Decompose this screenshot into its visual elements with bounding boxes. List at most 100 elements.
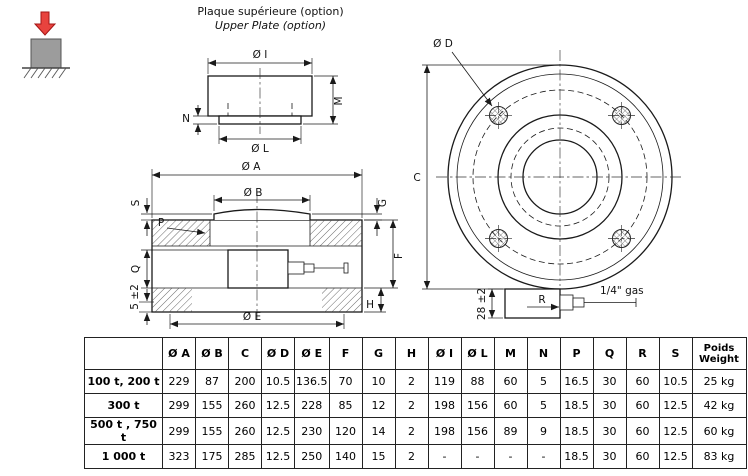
dim-label-g: G (377, 199, 389, 207)
weight-header-fr: Poids (703, 342, 735, 354)
load-block (30, 38, 62, 69)
col-header: Ø I (427, 337, 462, 370)
dim-value-cell: 136.5 (294, 369, 330, 394)
dim-value-cell: 12.5 (261, 417, 295, 445)
col-header: N (526, 337, 561, 370)
col-header: G (361, 337, 396, 370)
col-header: Ø L (460, 337, 495, 370)
down-arrow-icon (33, 11, 57, 36)
dim-value-cell: 30 (592, 393, 627, 418)
side-view-drawing: Ø A Ø B S P Q 5 ±2 (129, 161, 405, 329)
dim-value-cell: 89 (493, 417, 528, 445)
dim-value-cell: 198 (427, 417, 462, 445)
dim-value-cell: 88 (460, 369, 495, 394)
row-label: 500 t , 750 t (84, 417, 163, 445)
dim-value-cell: 18.5 (559, 393, 594, 418)
dim-label-m: M (333, 96, 345, 105)
dim-value-cell: 10.5 (658, 369, 693, 394)
bolt-hole (608, 225, 635, 252)
top-view-drawing: Ø D C 1/4" gas 28 ±2 R (413, 38, 684, 320)
dim-value-cell: 12.5 (658, 444, 693, 469)
col-header: Ø D (261, 337, 295, 370)
dim-value-cell: 155 (195, 417, 229, 445)
dim-value-cell: 155 (195, 393, 229, 418)
upper-plate-title-fr: Plaque supérieure (option) (197, 5, 344, 18)
dim-value-cell: 2 (394, 444, 429, 469)
dim-label-dia-e: Ø E (243, 311, 261, 323)
dim-value-cell: 156 (460, 417, 495, 445)
col-header: Q (592, 337, 627, 370)
corner-cell (84, 337, 163, 370)
dim-label-dia-i: Ø I (253, 49, 268, 61)
dim-label-p: P (158, 217, 164, 229)
dim-value-cell: 2 (394, 393, 429, 418)
dim-value-cell: 120 (328, 417, 363, 445)
connector-housing (504, 288, 561, 319)
dim-value-cell: 5 (526, 393, 561, 418)
upper-plate-title: Plaque supérieure (option) Upper Plate (… (158, 5, 383, 33)
dim-value-cell: 299 (162, 393, 196, 418)
weight-header-en: Weight (699, 353, 739, 365)
row-label: 300 t (84, 393, 163, 418)
dim-label-h: H (366, 299, 374, 311)
col-header: P (559, 337, 594, 370)
col-header: R (625, 337, 660, 370)
dim-value-cell: 10 (361, 369, 396, 394)
dim-value-cell: 12.5 (261, 393, 295, 418)
dim-label-c: C (413, 172, 420, 184)
dim-label-dia-d: Ø D (433, 38, 453, 50)
dim-value-cell: 60 (493, 369, 528, 394)
col-header: M (493, 337, 528, 370)
dim-value-cell: 12.5 (658, 393, 693, 418)
dim-label-28mm: 28 ±2 (476, 288, 488, 320)
dim-value-cell: 85 (328, 393, 363, 418)
dim-label-5mm: 5 ±2 (129, 284, 141, 310)
dim-value-cell: 200 (228, 369, 262, 394)
dim-label-dia-b: Ø B (244, 187, 263, 199)
upper-plate-title-en: Upper Plate (option) (214, 19, 327, 32)
dim-value-cell: 198 (427, 393, 462, 418)
dim-value-cell: 60 (625, 369, 660, 394)
dim-value-cell: 15 (361, 444, 396, 469)
dim-value-cell: 156 (460, 393, 495, 418)
bolt-hole (608, 102, 635, 129)
weight-cell: 25 kg (691, 369, 747, 394)
col-header: C (228, 337, 262, 370)
dim-label-dia-l: Ø L (251, 143, 269, 155)
dim-value-cell: 60 (625, 444, 660, 469)
compression-load-icon (22, 11, 70, 79)
dim-value-cell: 60 (493, 393, 528, 418)
dim-value-cell: - (526, 444, 561, 469)
col-header: Ø A (162, 337, 196, 370)
dim-value-cell: 30 (592, 417, 627, 445)
col-header: H (394, 337, 429, 370)
dim-value-cell: 10.5 (261, 369, 295, 394)
ground-hatching (23, 67, 67, 79)
dim-value-cell: 119 (427, 369, 462, 394)
dim-value-cell: 18.5 (559, 417, 594, 445)
dim-value-cell: 260 (228, 393, 262, 418)
dim-value-cell: 14 (361, 417, 396, 445)
gas-thread-label: 1/4" gas (600, 285, 644, 297)
dim-value-cell: 9 (526, 417, 561, 445)
weight-cell: 83 kg (691, 444, 747, 469)
dim-label-f: F (393, 253, 405, 259)
dim-value-cell: 12.5 (658, 417, 693, 445)
row-label: 100 t, 200 t (84, 369, 163, 394)
dim-value-cell: 5 (526, 369, 561, 394)
col-header: Ø B (195, 337, 229, 370)
dim-value-cell: 18.5 (559, 444, 594, 469)
dim-value-cell: 16.5 (559, 369, 594, 394)
dim-label-q: Q (130, 265, 142, 273)
dim-label-dia-a: Ø A (242, 161, 262, 173)
dim-value-cell: 140 (328, 444, 363, 469)
dim-value-cell: 285 (228, 444, 262, 469)
